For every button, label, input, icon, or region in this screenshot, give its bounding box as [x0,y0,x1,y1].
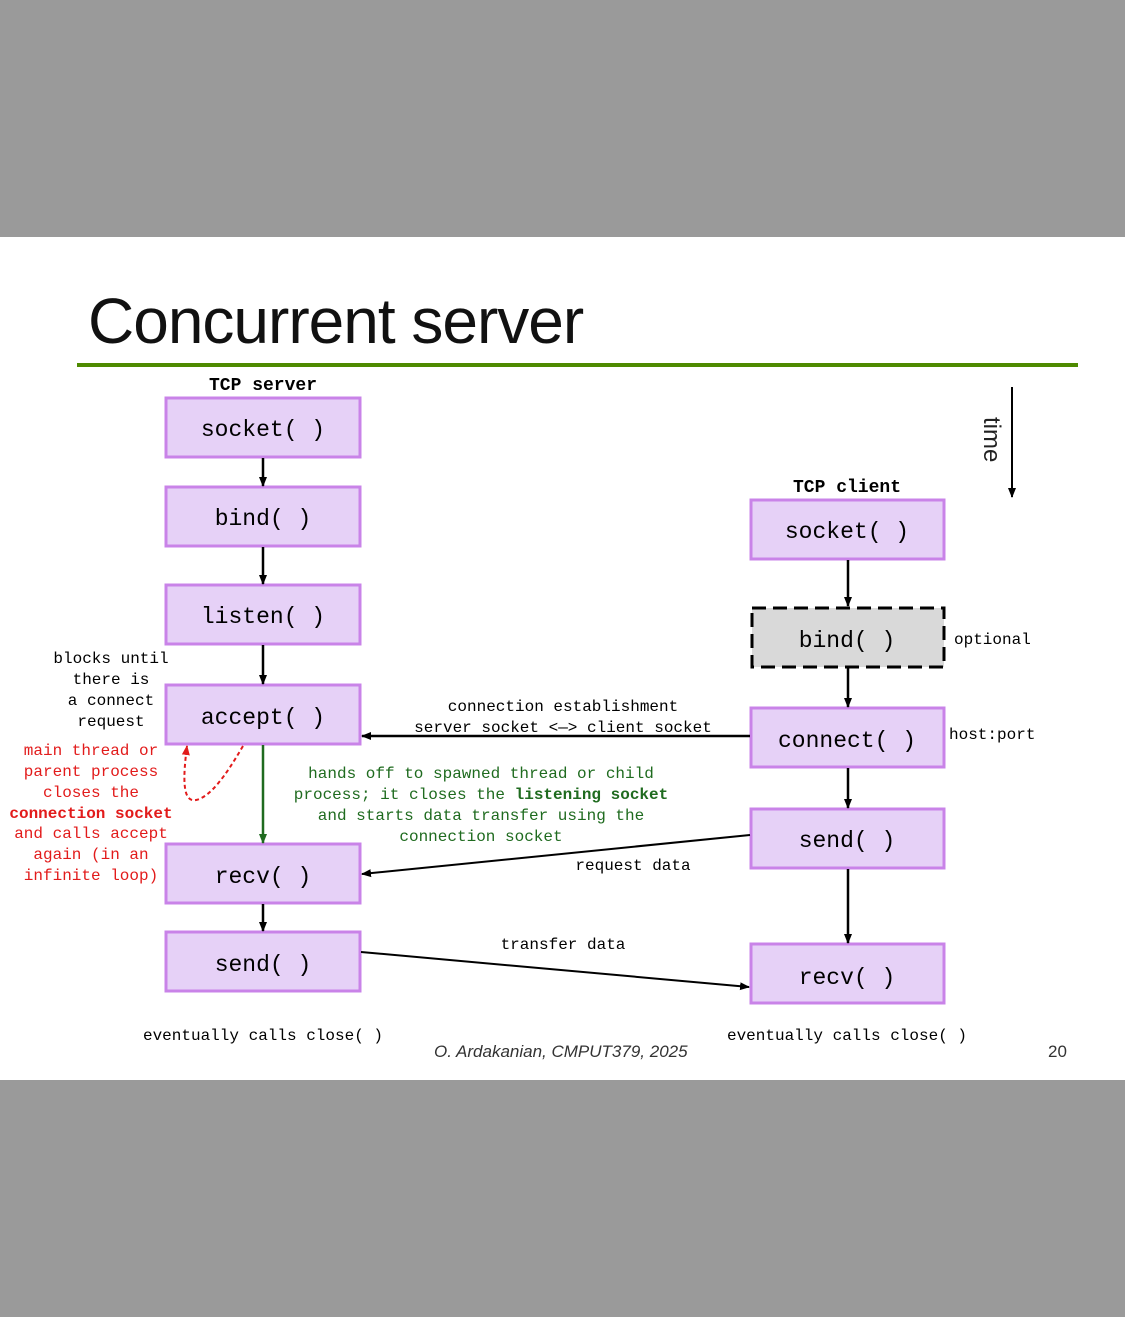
host-port-label: host:port [949,726,1035,744]
client-connect-label: connect( ) [778,728,916,754]
accept-note-line: a connect [68,692,154,710]
title-rule [77,363,1078,367]
accept-note-line: there is [73,671,150,689]
main-thread-note-line: closes the [43,784,139,802]
main-thread-note-line: connection socket [9,805,172,823]
time-label: time [978,417,1005,462]
request-data-label: request data [575,857,691,875]
server-accept-label: accept( ) [201,705,325,731]
client-send-label: send( ) [799,828,896,854]
slide: Concurrent server TCP server TCP client … [0,237,1125,1080]
accept-note-line: blocks until [53,650,168,668]
main-thread-note-line: and calls accept [14,825,168,843]
main-thread-note-line: again (in an [33,846,148,864]
listening-socket-emphasis: listening socket [515,786,669,804]
connection-label-1: connection establishment [448,698,678,716]
handoff-note-line: process; it closes the listening socket [294,786,668,804]
server-label: TCP server [209,376,317,396]
client-recv-label: recv( ) [799,965,896,991]
server-listen-label: listen( ) [201,604,325,630]
page-number: 20 [1048,1042,1067,1061]
client-label: TCP client [793,478,901,498]
accept-note: blocks until there is a connect request [53,650,168,731]
arrow-request-data [361,834,751,878]
client-connect-box: connect( ) [749,706,946,769]
client-bind-label: bind( ) [799,628,896,654]
server-bind-box: bind( ) [164,485,362,548]
server-close-note: eventually calls close( ) [143,1027,383,1045]
server-socket-label: socket( ) [201,417,325,443]
main-thread-note-line: infinite loop) [24,867,158,885]
server-send-label: send( ) [215,952,312,978]
accept-note-line: request [77,713,144,731]
handoff-note-text: process; it closes the [294,786,515,804]
handoff-note: hands off to spawned thread or child pro… [294,765,668,846]
arrow-transfer-data [360,951,750,991]
client-bind-box: bind( ) [750,606,946,669]
client-socket-box: socket( ) [749,498,946,561]
client-socket-label: socket( ) [785,519,909,545]
slide-title: Concurrent server [88,285,584,357]
footer-author: O. Ardakanian, CMPUT379, 2025 [434,1042,688,1061]
handoff-note-line: connection socket [399,828,562,846]
server-recv-label: recv( ) [215,864,312,890]
server-recv-box: recv( ) [164,842,362,905]
main-thread-note: main thread or parent process closes the… [9,742,172,885]
server-send-box: send( ) [164,930,362,993]
transfer-data-label: transfer data [501,936,626,954]
socket-diagram: TCP server TCP client time socket( ) bin… [9,376,1035,1045]
client-recv-box: recv( ) [749,942,946,1005]
main-thread-note-line: parent process [24,763,158,781]
handoff-note-line: and starts data transfer using the [318,807,644,825]
server-listen-box: listen( ) [164,583,362,646]
main-thread-note-line: main thread or [24,742,158,760]
handoff-note-line: hands off to spawned thread or child [308,765,654,783]
client-send-box: send( ) [749,807,946,870]
server-bind-label: bind( ) [215,506,312,532]
client-close-note: eventually calls close( ) [727,1027,967,1045]
loop-back-arrow [181,745,244,802]
server-accept-box: accept( ) [164,683,362,746]
server-socket-box: socket( ) [164,396,362,459]
optional-label: optional [954,631,1031,649]
connection-label-2: server socket <—> client socket [414,719,712,737]
